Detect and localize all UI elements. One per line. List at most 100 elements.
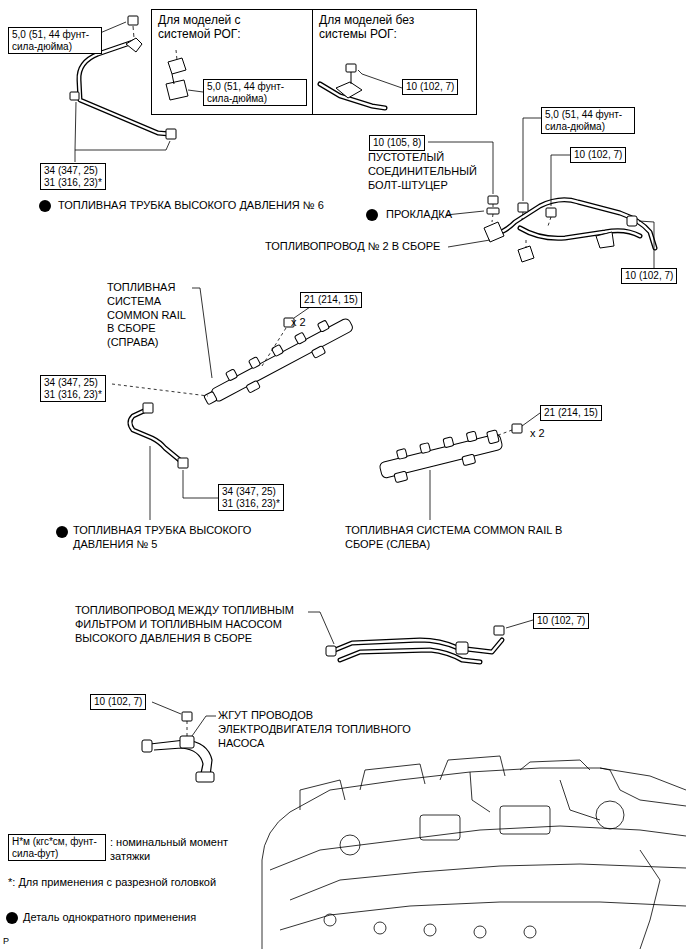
part-name: ТОПЛИВОПРОВОД МЕЖДУ ТОПЛИВНЫМ ФИЛЬТРОМ И… bbox=[75, 604, 307, 645]
bolt bbox=[518, 246, 534, 262]
dashed-line bbox=[496, 430, 512, 436]
dashed-line bbox=[176, 50, 177, 60]
common-rail bbox=[246, 380, 260, 393]
quantity: x 2 bbox=[530, 427, 545, 441]
torque-value: 10 (102, 7) bbox=[406, 81, 454, 93]
fuel-pipe bbox=[495, 200, 655, 248]
dashed-line bbox=[133, 26, 134, 38]
bolt bbox=[518, 203, 528, 212]
torque-value: 34 (347, 25) bbox=[222, 486, 280, 498]
leader-line bbox=[308, 612, 533, 644]
engine-sketch bbox=[520, 760, 590, 770]
torque-spec: 5,0 (51, 44 фунт-сила-дюйма) bbox=[8, 27, 102, 54]
common-rail bbox=[396, 448, 407, 459]
panel-heading: Для моделей с системой РОГ: bbox=[158, 13, 276, 42]
torque-spec: 10 (105, 8) bbox=[369, 135, 425, 151]
dashed-line bbox=[493, 204, 494, 208]
nut bbox=[126, 38, 142, 52]
torque-spec: 21 (214, 15) bbox=[300, 292, 362, 308]
dashed-line bbox=[548, 217, 551, 226]
legend-torque-box: Н*м (кгс*см, фунт-сила-фут) bbox=[8, 834, 106, 861]
bolt bbox=[346, 64, 356, 72]
dashed-line bbox=[492, 204, 551, 248]
torque-spec: 34 (347, 25)31 (316, 23)* bbox=[40, 375, 106, 402]
clamp bbox=[172, 74, 174, 84]
common-rail bbox=[420, 443, 431, 454]
bolt bbox=[484, 196, 637, 262]
bolt bbox=[336, 64, 362, 98]
connector bbox=[182, 712, 192, 721]
bolt bbox=[546, 208, 556, 217]
torque-spec: 10 (102, 7) bbox=[90, 694, 146, 710]
dashed-line bbox=[187, 721, 188, 736]
leader-line bbox=[308, 612, 334, 644]
part-name: ТОПЛИВНАЯ ТРУБКА ВЫСОКОГО ДАВЛЕНИЯ № 5 bbox=[73, 524, 263, 552]
part-name: ЖГУТ ПРОВОДОВ ЭЛЕКТРОДВИГАТЕЛЯ ТОПЛИВНОГ… bbox=[218, 709, 423, 750]
torque-value: 5,0 (51, 44 фунт-сила-дюйма) bbox=[545, 109, 631, 132]
clamp bbox=[168, 58, 186, 74]
torque-spec: 10 (102, 7) bbox=[533, 613, 589, 629]
engine-sketch bbox=[340, 835, 360, 855]
figure-code: P bbox=[3, 936, 9, 947]
engine-sketch bbox=[374, 922, 386, 934]
common-rail bbox=[199, 310, 357, 413]
torque-spec: 10 (102, 7) bbox=[402, 79, 458, 95]
nut bbox=[178, 458, 188, 468]
leader-line bbox=[188, 90, 203, 92]
torque-value: 5,0 (51, 44 фунт-сила-дюйма) bbox=[12, 29, 98, 52]
engine-sketch bbox=[524, 926, 536, 938]
legend-text: Деталь однократного применения bbox=[23, 911, 196, 925]
part-name: ТОПЛИВНАЯ СИСТЕМА COMMON RAIL В СБОРЕ (С… bbox=[345, 524, 563, 552]
bracket bbox=[494, 626, 504, 635]
panel-heading: Для моделей без системы РОГ: bbox=[319, 13, 437, 42]
leader-line bbox=[152, 702, 216, 736]
torque-spec: 10 (102, 7) bbox=[621, 268, 677, 284]
leader-line bbox=[358, 70, 402, 88]
leader-line bbox=[506, 620, 533, 628]
leader-line bbox=[192, 716, 216, 736]
torque-value: 31 (316, 23)* bbox=[44, 389, 102, 401]
leader-line bbox=[551, 155, 570, 206]
engine-sketch bbox=[560, 780, 600, 820]
connector bbox=[180, 736, 194, 748]
torque-spec: 34 (347, 25)31 (316, 23)* bbox=[40, 163, 106, 190]
leader-line bbox=[428, 118, 654, 268]
torque-value: 10 (102, 7) bbox=[537, 615, 585, 627]
leader-line bbox=[523, 118, 541, 201]
common-rail bbox=[248, 357, 260, 369]
fuel-line bbox=[330, 640, 502, 662]
engine-sketch bbox=[290, 864, 686, 900]
common-rail bbox=[394, 471, 408, 483]
legend-entry: Деталь однократного применения bbox=[6, 911, 196, 925]
engine-sketch bbox=[470, 772, 490, 812]
common-rail bbox=[462, 454, 476, 466]
common-rail bbox=[311, 346, 325, 359]
common-rail bbox=[443, 437, 454, 448]
leader-line bbox=[192, 288, 212, 378]
connector bbox=[142, 712, 214, 782]
fuel-pipe bbox=[495, 200, 655, 248]
torque-value: 34 (347, 25) bbox=[44, 377, 102, 389]
engine-sketch bbox=[500, 806, 550, 834]
leader-line bbox=[75, 141, 170, 162]
part-name: ТОПЛИВНАЯ СИСТЕМА COMMON RAIL В СБОРЕ (С… bbox=[107, 281, 191, 350]
bolt bbox=[512, 424, 522, 433]
bolt bbox=[488, 196, 498, 204]
fuel-pipe bbox=[520, 228, 640, 238]
leader-line bbox=[448, 240, 490, 247]
nut bbox=[143, 403, 153, 413]
torque-value: 10 (102, 7) bbox=[94, 696, 142, 708]
common-rail bbox=[487, 430, 500, 444]
footnote: *: Для применения с разрезной головкой bbox=[8, 876, 216, 890]
legend-note: : номинальный момент затяжки bbox=[110, 836, 228, 864]
inset-panel: Для моделей без системы РОГ: 10 (102, 7) bbox=[312, 9, 477, 115]
engine-sketch bbox=[424, 924, 436, 936]
fuel-pipe bbox=[520, 228, 640, 238]
torque-value: 21 (214, 15) bbox=[304, 294, 358, 306]
dashed-line bbox=[522, 212, 523, 220]
inset-panel: Для моделей с системой РОГ:5,0 (51, 44 ф… bbox=[151, 9, 313, 115]
